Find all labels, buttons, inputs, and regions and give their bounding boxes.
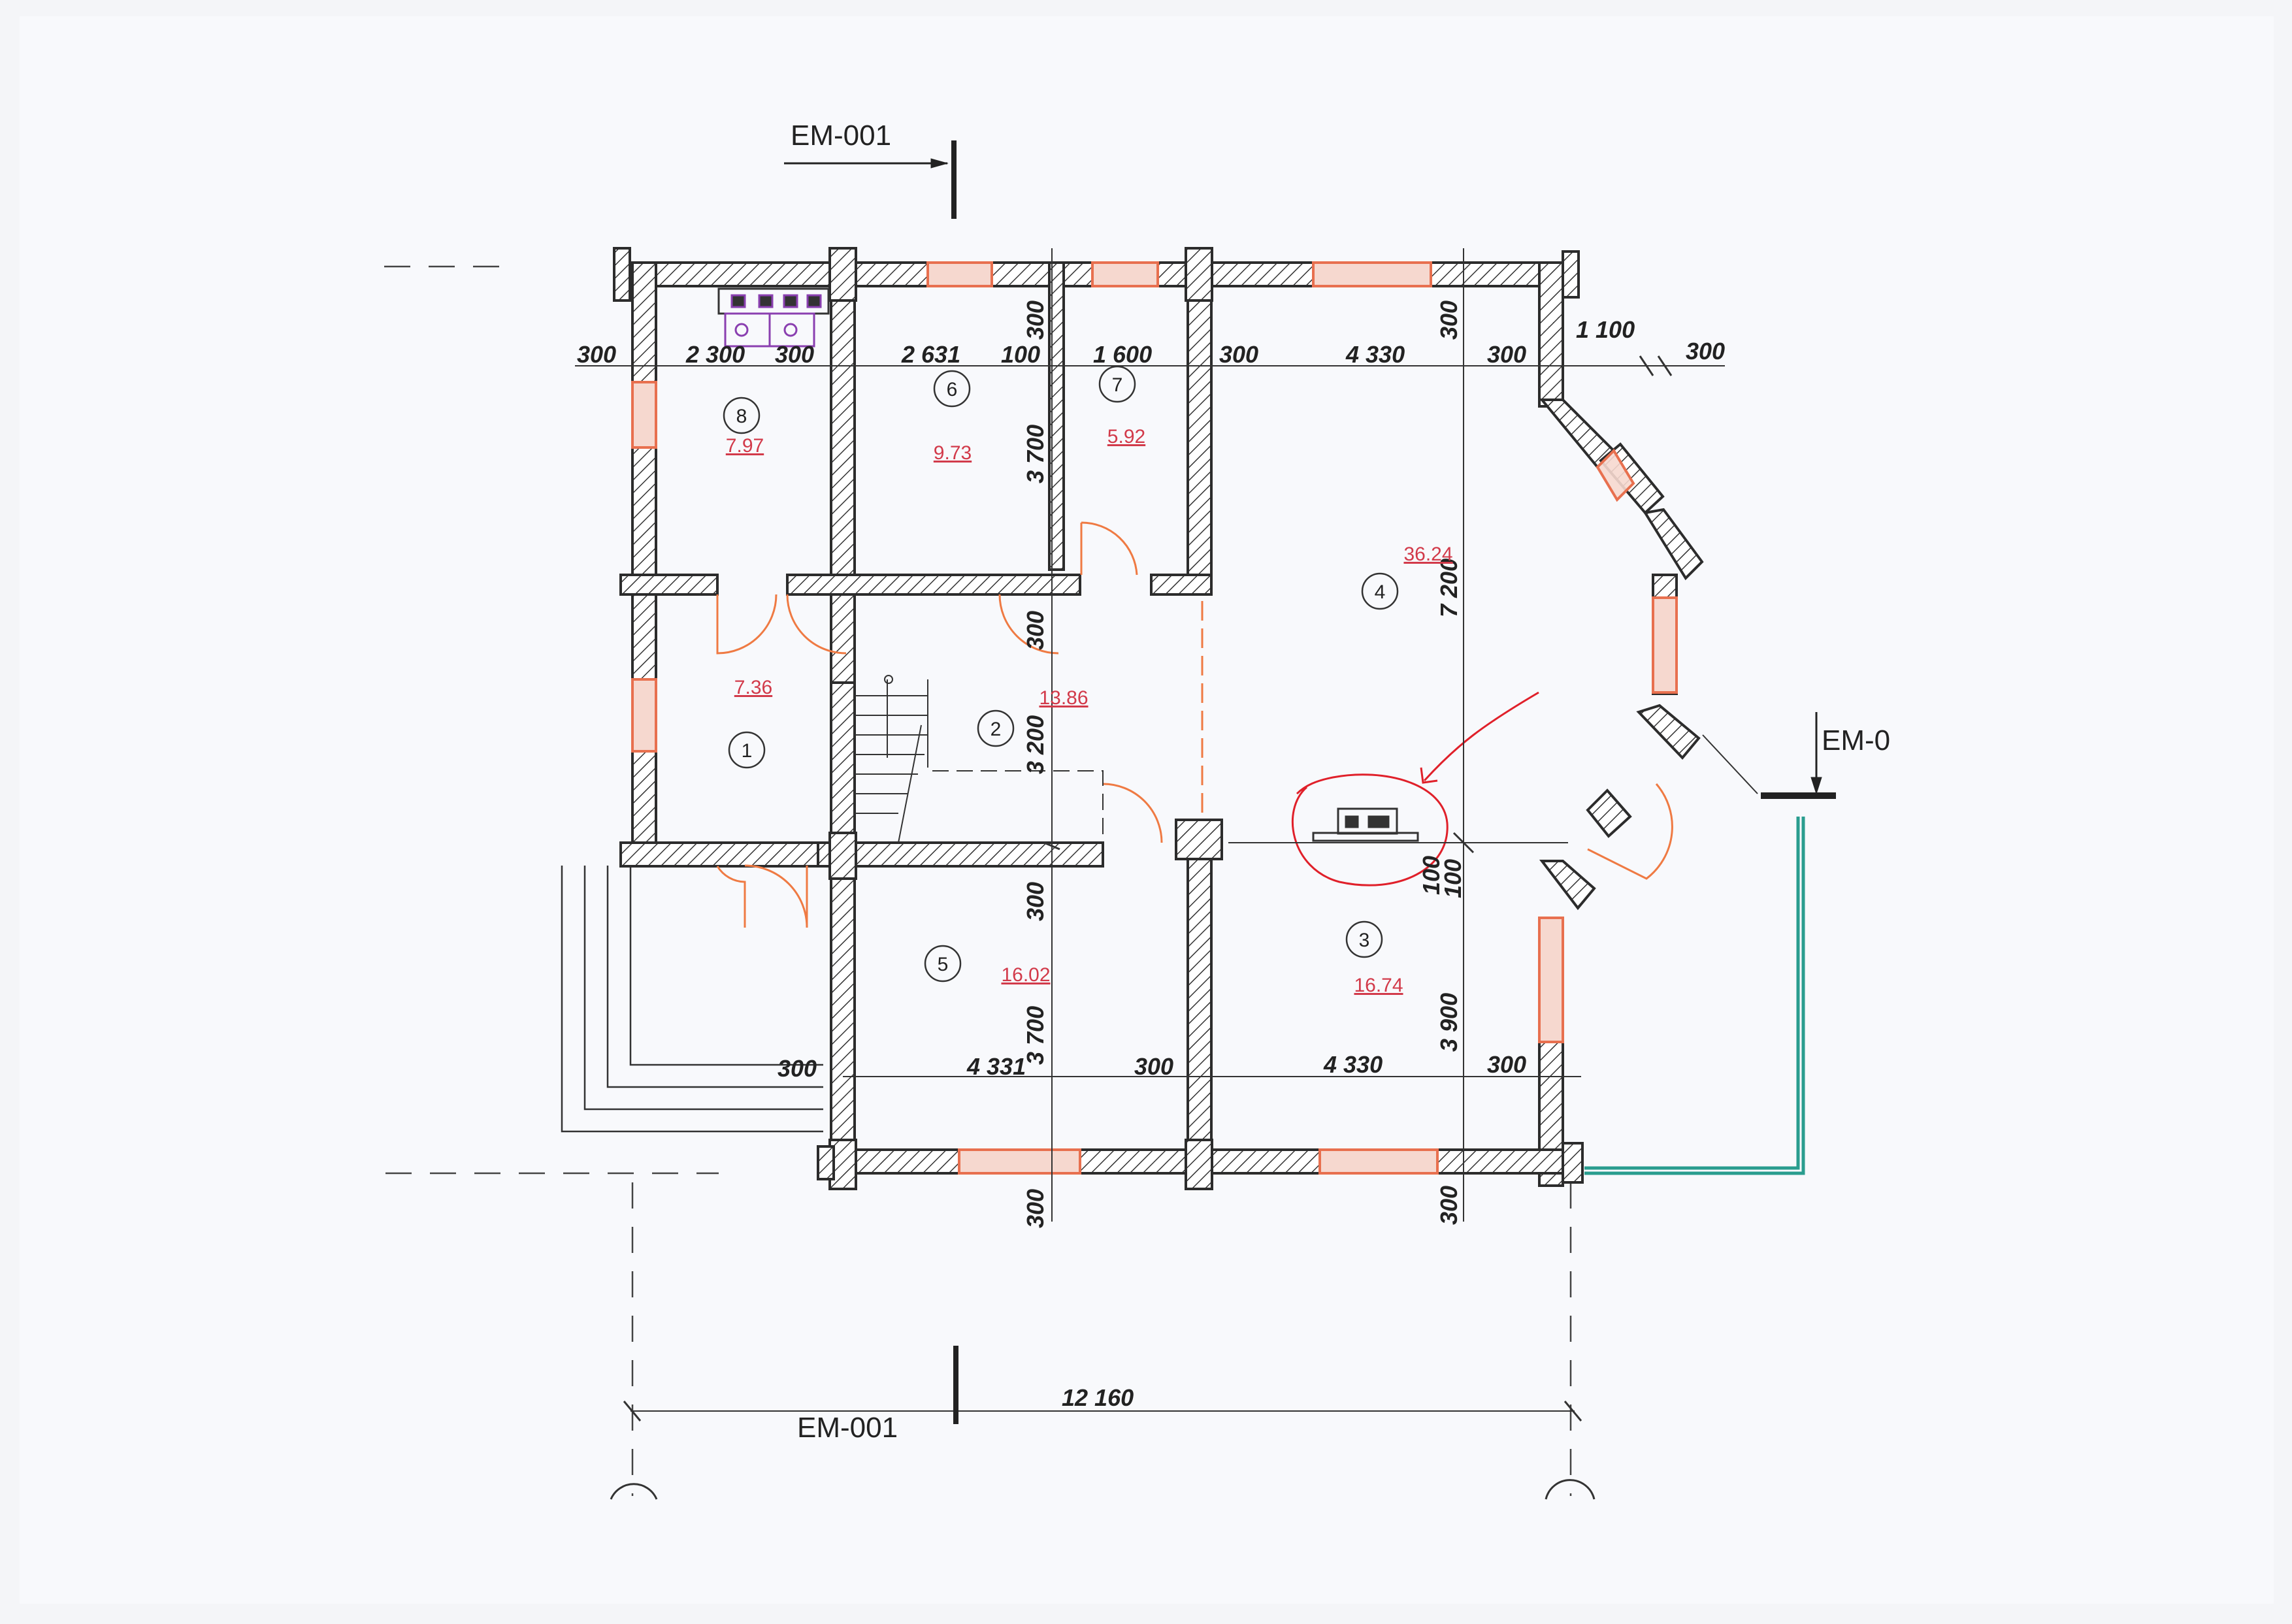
electrical-panel xyxy=(1312,807,1419,842)
section-label-top: EM-001 xyxy=(791,120,891,152)
axis-markers xyxy=(610,1479,1596,1500)
dim-vright-0: 300 xyxy=(1435,300,1462,340)
porch-steps xyxy=(561,866,823,1133)
window xyxy=(958,1148,1081,1175)
dim-bottom-2: 300 xyxy=(1134,1053,1173,1080)
section-label-right: EM-0 xyxy=(1822,724,1890,756)
room-6: 6 9.73 xyxy=(933,370,972,464)
window xyxy=(1538,917,1564,1043)
window xyxy=(631,381,657,449)
room-3: 3 16.74 xyxy=(1345,920,1403,996)
dim-top-2: 300 xyxy=(775,341,814,368)
room-8: 8 7.97 xyxy=(723,397,764,457)
svg-text:1: 1 xyxy=(742,740,753,762)
room-1: 1 7.36 xyxy=(728,677,772,769)
room-4: 4 36.24 xyxy=(1361,544,1453,610)
dim-vmid-5: 3 700 xyxy=(1022,1006,1049,1065)
dim-top-1: 2 300 xyxy=(685,341,745,368)
dim-top-5: 1 600 xyxy=(1093,341,1152,368)
dim-vmid-1: 3 700 xyxy=(1022,425,1049,483)
room-4-area: 36.24 xyxy=(1403,544,1452,565)
terrace-outline xyxy=(1584,734,1805,1175)
room-3-area: 16.74 xyxy=(1354,975,1403,996)
window xyxy=(1312,261,1432,287)
dim-bottom-3: 4 330 xyxy=(1323,1051,1383,1078)
room-6-area: 9.73 xyxy=(934,442,972,464)
section-markers xyxy=(784,140,1836,1424)
dim-top-4: 100 xyxy=(1001,341,1040,368)
window xyxy=(926,261,993,287)
window xyxy=(1652,596,1678,694)
dim-vmid-2: 300 xyxy=(1022,611,1049,650)
svg-text:4: 4 xyxy=(1375,581,1386,603)
log-corner-joints xyxy=(613,247,1584,1190)
room-2-area: 13.86 xyxy=(1039,687,1088,709)
dim-vright-3: 100 xyxy=(1439,859,1466,898)
dim-vright-4: 3 900 xyxy=(1435,993,1462,1052)
svg-text:3: 3 xyxy=(1359,930,1370,951)
window xyxy=(1091,261,1159,287)
dim-vright-5: 300 xyxy=(1435,1186,1462,1225)
plumbing-fixtures xyxy=(717,287,830,348)
room-7-area: 5.92 xyxy=(1107,426,1145,447)
windows xyxy=(631,261,1678,1175)
dim-top-0: 300 xyxy=(577,341,616,368)
dim-vmid-0: 300 xyxy=(1022,300,1049,340)
dim-vmid-4: 300 xyxy=(1022,882,1049,921)
dim-top-9: 1 100 xyxy=(1576,316,1635,343)
dim-top-10: 300 xyxy=(1686,338,1725,365)
stairs xyxy=(855,675,1104,843)
dim-vright-1: 7 200 xyxy=(1435,559,1462,617)
room-5-area: 16.02 xyxy=(1001,964,1050,986)
room-8-area: 7.97 xyxy=(726,435,764,457)
dim-top-6: 300 xyxy=(1219,341,1258,368)
room-5: 5 16.02 xyxy=(924,945,1051,986)
dimension-lines xyxy=(575,248,1725,1421)
dim-top-8: 300 xyxy=(1487,341,1526,368)
svg-text:7: 7 xyxy=(1112,374,1123,396)
window xyxy=(631,678,657,753)
window xyxy=(1318,1148,1439,1175)
dim-vmid-3: 3 200 xyxy=(1022,715,1049,774)
room-1-area: 7.36 xyxy=(734,677,772,698)
svg-text:8: 8 xyxy=(736,406,747,427)
dim-bottom-0: 300 xyxy=(778,1055,817,1082)
section-label-bottom: EM-001 xyxy=(797,1412,898,1444)
room-markers: 1 7.36 2 13.86 3 16.74 4 36.24 5 16.02 6… xyxy=(723,365,1453,996)
axis-lines xyxy=(384,265,1572,1496)
dim-top-7: 4 330 xyxy=(1345,341,1405,368)
doors xyxy=(716,521,1673,928)
dim-top-3: 2 631 xyxy=(901,341,960,368)
dim-vright-2: 100 xyxy=(1418,856,1445,895)
window xyxy=(1596,448,1635,502)
dim-vmid-6: 300 xyxy=(1022,1189,1049,1228)
dim-overall-width: 12 160 xyxy=(1062,1384,1134,1411)
room-2: 2 13.86 xyxy=(977,687,1089,747)
paper-sheet xyxy=(20,16,2274,1604)
svg-text:6: 6 xyxy=(947,379,958,400)
dim-bottom-4: 300 xyxy=(1487,1051,1526,1078)
dim-bottom-1: 4 331 xyxy=(966,1053,1026,1080)
svg-text:2: 2 xyxy=(990,719,1002,740)
svg-text:5: 5 xyxy=(938,954,949,975)
room-7: 7 5.92 xyxy=(1098,365,1145,447)
